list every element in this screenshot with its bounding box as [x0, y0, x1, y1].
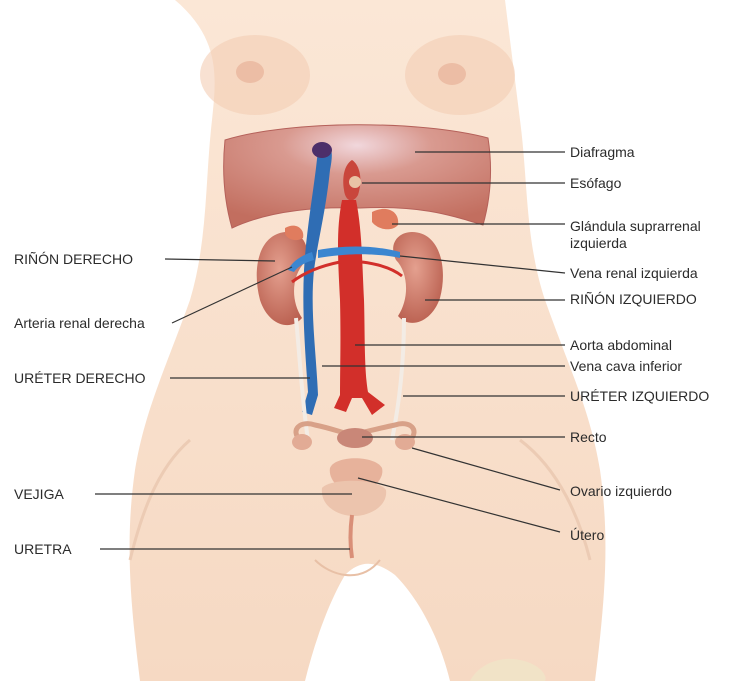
label-vena-cava-inferior: Vena cava inferior: [570, 358, 682, 375]
torso-silhouette: [130, 0, 606, 681]
right-ovary: [292, 434, 312, 450]
label-vena-renal-izquierda: Vena renal izquierda: [570, 265, 698, 282]
label-vejiga: VEJIGA: [14, 486, 64, 503]
label-uretra: URETRA: [14, 541, 72, 558]
nipple-left: [438, 63, 466, 85]
rectum: [337, 428, 373, 448]
label-rinon-izquierdo: RIÑÓN IZQUIERDO: [570, 291, 697, 308]
label-recto: Recto: [570, 429, 607, 446]
esophagus-opening: [349, 176, 361, 188]
label-glandula-suprarrenal: Glándula suprarrenal izquierda: [570, 218, 732, 252]
label-aorta-abdominal: Aorta abdominal: [570, 337, 672, 354]
nipple-right: [236, 61, 264, 83]
label-arteria-renal-derecha: Arteria renal derecha: [14, 315, 145, 332]
urethra: [351, 515, 353, 558]
vena-cava-top: [312, 142, 332, 158]
label-ureter-izquierdo: URÉTER IZQUIERDO: [570, 388, 709, 405]
label-rinon-derecho: RIÑÓN DERECHO: [14, 251, 133, 268]
label-ureter-derecho: URÉTER DERECHO: [14, 370, 145, 387]
label-esofago: Esófago: [570, 175, 621, 192]
label-ovario-izquierdo: Ovario izquierdo: [570, 483, 672, 500]
label-diafragma: Diafragma: [570, 144, 635, 161]
label-utero: Útero: [570, 527, 604, 544]
